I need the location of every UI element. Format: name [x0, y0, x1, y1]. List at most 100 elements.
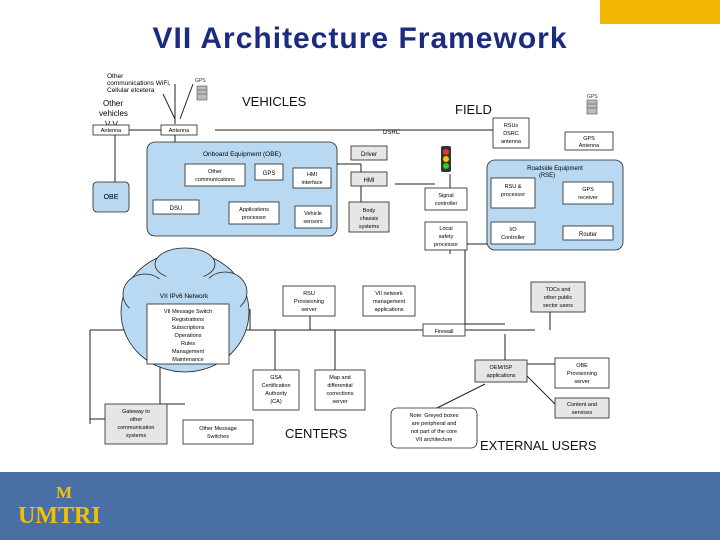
- gps-receiver-box: GPS receiver: [562, 181, 614, 205]
- antenna-left-box: Antenna: [92, 124, 130, 136]
- logo-text: UMTRI: [18, 503, 101, 529]
- region-field: FIELD: [455, 102, 492, 117]
- svg-text:processor: processor: [242, 215, 266, 221]
- svg-text:(RSE): (RSE): [539, 173, 555, 179]
- gps-antenna-box: GPS Antenna: [564, 131, 614, 151]
- region-external-users: EXTERNAL USERS: [480, 438, 597, 453]
- gateway-box: Gateway to other communication systems: [104, 403, 168, 445]
- svg-text:management: management: [373, 299, 406, 305]
- rsu-provisioning-box: RSU Provisioning server: [282, 285, 336, 317]
- svg-text:GPS: GPS: [263, 171, 276, 177]
- rse-title: Roadside Equipment: [527, 166, 583, 172]
- svg-text:Subscriptions: Subscriptions: [171, 325, 204, 331]
- svg-text:corrections: corrections: [327, 391, 354, 397]
- svg-text:differential: differential: [327, 383, 352, 389]
- signal-controller-box: Signal controller: [424, 187, 468, 211]
- svg-text:interface: interface: [301, 180, 322, 186]
- other-communications-box: Other communications: [184, 163, 246, 187]
- svg-text:Signal: Signal: [438, 193, 453, 199]
- applications-processor-box: Applications processor: [228, 201, 280, 225]
- svg-text:communications WiFi,: communications WiFi,: [107, 80, 171, 87]
- dsu-box: DSU: [152, 199, 200, 215]
- svg-text:services: services: [572, 410, 592, 416]
- svg-text:processor: processor: [501, 192, 525, 198]
- hmi-interface-box: HMI interface: [292, 167, 332, 189]
- note-box: Note: Greyed boxes are peripheral and no…: [390, 407, 478, 449]
- svg-text:are peripheral and: are peripheral and: [412, 421, 457, 427]
- gps-field-icon: GPS: [586, 94, 598, 115]
- svg-text:systems: systems: [126, 433, 146, 439]
- svg-text:Note: Greyed boxes: Note: Greyed boxes: [410, 413, 459, 419]
- svg-text:Body: Body: [363, 208, 376, 214]
- vii-network-management-box: VII network management applications: [362, 285, 416, 317]
- svg-text:other public: other public: [544, 295, 573, 301]
- svg-text:systems: systems: [359, 224, 379, 230]
- gsa-ca-box: GSA Certification Authority (CA): [252, 369, 300, 411]
- rsus-dsrc-antenna-box: RSUs DSRC antenna: [492, 117, 530, 149]
- svg-text:RSU: RSU: [303, 291, 315, 297]
- logo-mark: M: [55, 483, 73, 502]
- svg-text:Management: Management: [172, 349, 205, 355]
- svg-text:GPS: GPS: [583, 136, 595, 142]
- svg-text:safety: safety: [439, 234, 454, 240]
- svg-text:Driver: Driver: [361, 152, 377, 158]
- gps-obe-box: GPS: [254, 163, 284, 181]
- svg-text:Antenna: Antenna: [579, 143, 600, 149]
- svg-text:Antenna: Antenna: [101, 128, 122, 134]
- region-vehicles: VEHICLES: [242, 94, 307, 109]
- svg-text:OEM/ISP: OEM/ISP: [490, 365, 513, 371]
- svg-text:Local: Local: [439, 226, 452, 232]
- svg-text:Provisioning: Provisioning: [294, 299, 324, 305]
- svg-text:server: server: [574, 379, 589, 385]
- svg-text:Other: Other: [208, 169, 222, 175]
- traffic-light-icon: [441, 146, 451, 172]
- obe-title: Onboard Equipment (OBE): [203, 151, 281, 158]
- svg-text:Cellular etcetera: Cellular etcetera: [107, 87, 155, 94]
- accent-stripe: [600, 0, 720, 24]
- svg-text:Other Message: Other Message: [199, 426, 237, 432]
- content-services-box: Content and services: [554, 397, 610, 419]
- slide-title: VII Architecture Framework: [152, 22, 568, 55]
- rsu-processor-box: RSU & processor: [490, 177, 536, 209]
- svg-text:OBE: OBE: [104, 194, 119, 201]
- svg-text:communication: communication: [118, 425, 155, 431]
- svg-text:HMI: HMI: [364, 178, 375, 184]
- svg-text:RSUs: RSUs: [504, 123, 519, 129]
- architecture-svg: Other communications WiFi, Cellular etce…: [89, 73, 624, 453]
- tocs-box: TOCs and other public sector users: [530, 281, 586, 313]
- svg-text:Registrations: Registrations: [172, 317, 204, 323]
- io-controller-box: I/O Controller: [490, 221, 536, 245]
- svg-text:communications: communications: [195, 177, 235, 183]
- svg-text:Controller: Controller: [501, 235, 525, 241]
- svg-text:VII architecture: VII architecture: [416, 437, 453, 443]
- svg-text:Certification: Certification: [261, 383, 290, 389]
- top-bar: [0, 0, 720, 24]
- svg-text:DSRC: DSRC: [503, 131, 519, 137]
- svg-text:HMI: HMI: [307, 172, 318, 178]
- svg-text:server: server: [332, 399, 347, 405]
- svg-text:receiver: receiver: [578, 195, 598, 201]
- svg-text:TOCs and: TOCs and: [546, 287, 571, 293]
- svg-text:processor: processor: [434, 242, 458, 248]
- svg-text:VII IPv6 Network: VII IPv6 Network: [160, 293, 209, 300]
- svg-text:RSU &: RSU &: [505, 184, 522, 190]
- oem-isp-box: OEM/ISP applications: [474, 359, 528, 383]
- svg-text:Map and: Map and: [329, 375, 350, 381]
- svg-text:GPS: GPS: [587, 94, 598, 100]
- svg-text:applications: applications: [374, 307, 403, 313]
- gps-satellite-icon: GPS: [195, 78, 208, 101]
- svg-text:Gateway to: Gateway to: [122, 409, 150, 415]
- svg-text:VII network: VII network: [375, 291, 403, 297]
- footer-bar: [0, 472, 720, 540]
- svg-text:sensors: sensors: [303, 219, 323, 225]
- hmi-box: HMI: [350, 171, 388, 187]
- other-message-switches-box: Other Message Switches: [182, 419, 254, 445]
- umtri-logo: M UMTRI: [18, 483, 118, 535]
- svg-text:Vehicle: Vehicle: [304, 211, 322, 217]
- svg-text:vehicles: vehicles: [99, 109, 128, 118]
- svg-text:Authority: Authority: [265, 391, 287, 397]
- region-centers: CENTERS: [285, 426, 347, 441]
- antenna-obe-box: Antenna: [160, 124, 198, 136]
- svg-text:Provisioning: Provisioning: [567, 371, 597, 377]
- svg-text:Rules: Rules: [181, 341, 195, 347]
